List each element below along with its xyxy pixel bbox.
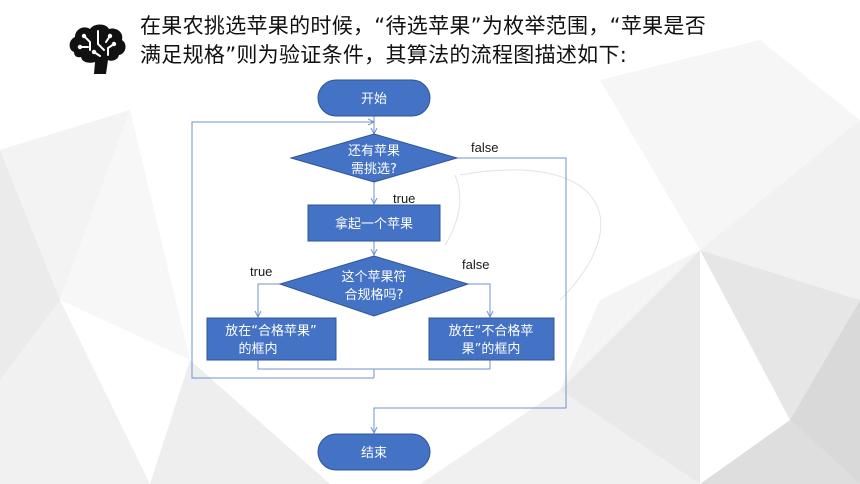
slide-heading: 在果农挑选苹果的时候，“待选苹果”为枚举范围，“苹果是否 满足规格”则为验证条件…: [140, 12, 840, 70]
decision2-label-line-1: 这个苹果符: [341, 269, 406, 285]
node-end-label: 结束: [361, 446, 387, 461]
node-pick-apple: 拿起一个苹果: [307, 204, 441, 242]
edge-bad-merge: [374, 360, 491, 370]
heading-line-2: 满足规格”则为验证条件，其算法的流程图描述如下:: [140, 43, 628, 67]
decision1-label-line-1: 还有苹果: [348, 144, 400, 159]
node-start: 开始: [317, 79, 431, 117]
decision2-label-line-2: 合规格吗?: [345, 287, 404, 303]
node-qualified-box: 放在“合格苹果” 的框内: [206, 317, 337, 361]
qualified-box-label-line-1: 放在“合格苹果”: [225, 323, 316, 339]
edge-decision2-false: [468, 283, 490, 317]
edge-decision1-false: [374, 157, 567, 433]
pick-apple-label: 拿起一个苹果: [335, 216, 413, 232]
brain-icon: [69, 24, 126, 74]
edge-decision2-true: [258, 283, 280, 317]
edge-label-true-1: true: [393, 191, 415, 206]
edge-label-false-1: false: [471, 140, 498, 155]
node-decision-more-apples: 还有苹果 需挑选?: [289, 133, 459, 183]
edge-label-false-2: false: [462, 257, 489, 272]
node-unqualified-box: 放在“不合格苹 果”的框内: [428, 317, 555, 361]
node-end: 结束: [317, 433, 431, 471]
node-start-label: 开始: [361, 92, 387, 107]
flowchart-connectors: [191, 116, 567, 433]
qualified-box-label-line-2: 的框内: [238, 341, 277, 357]
unqualified-box-label-line-1: 放在“不合格苹: [449, 323, 534, 339]
edge-loop-back: [191, 122, 374, 379]
unqualified-box-label-line-2: 果”的框内: [462, 341, 521, 357]
edge-label-true-2: true: [250, 264, 272, 279]
decision1-label-line-2: 需挑选?: [351, 162, 397, 177]
heading-line-1: 在果农挑选苹果的时候，“待选苹果”为枚举范围，“苹果是否: [140, 14, 707, 38]
edge-good-merge: [257, 360, 375, 378]
node-decision-meets-spec: 这个苹果符 合规格吗?: [278, 255, 470, 317]
